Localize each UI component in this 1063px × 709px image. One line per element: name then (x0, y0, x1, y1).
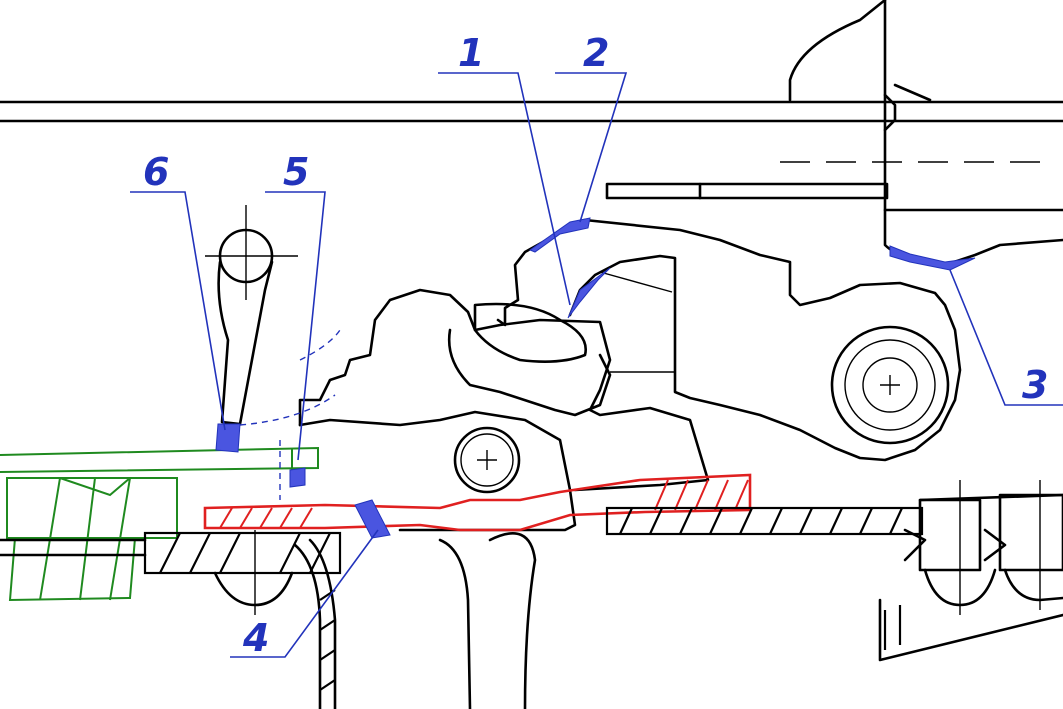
contact-surface-5 (289, 467, 306, 488)
disconnector (0, 446, 319, 602)
callout-1: 1 (458, 31, 484, 75)
contact-surface-3 (889, 245, 976, 271)
contact-surface-4 (354, 499, 391, 539)
contact-surface-2 (528, 217, 591, 253)
safety-lever (205, 205, 341, 500)
contact-surfaces (215, 217, 976, 539)
callout-6: 6 (143, 150, 169, 194)
callout-2: 2 (583, 31, 609, 75)
callout-5: 5 (283, 150, 309, 194)
contact-surface-1 (567, 267, 611, 319)
leader-lines (130, 72, 1063, 658)
callout-labels: 1 2 3 4 5 6 (143, 31, 1048, 660)
callout-4: 4 (242, 616, 269, 660)
trigger (298, 410, 577, 709)
bolt-carrier (605, 0, 1063, 267)
callout-3: 3 (1022, 363, 1048, 407)
receiver-rail (0, 100, 1063, 123)
sear (298, 288, 710, 492)
frame-base (0, 480, 1063, 709)
trigger-bar (203, 473, 752, 532)
contact-surface-6 (215, 423, 241, 453)
